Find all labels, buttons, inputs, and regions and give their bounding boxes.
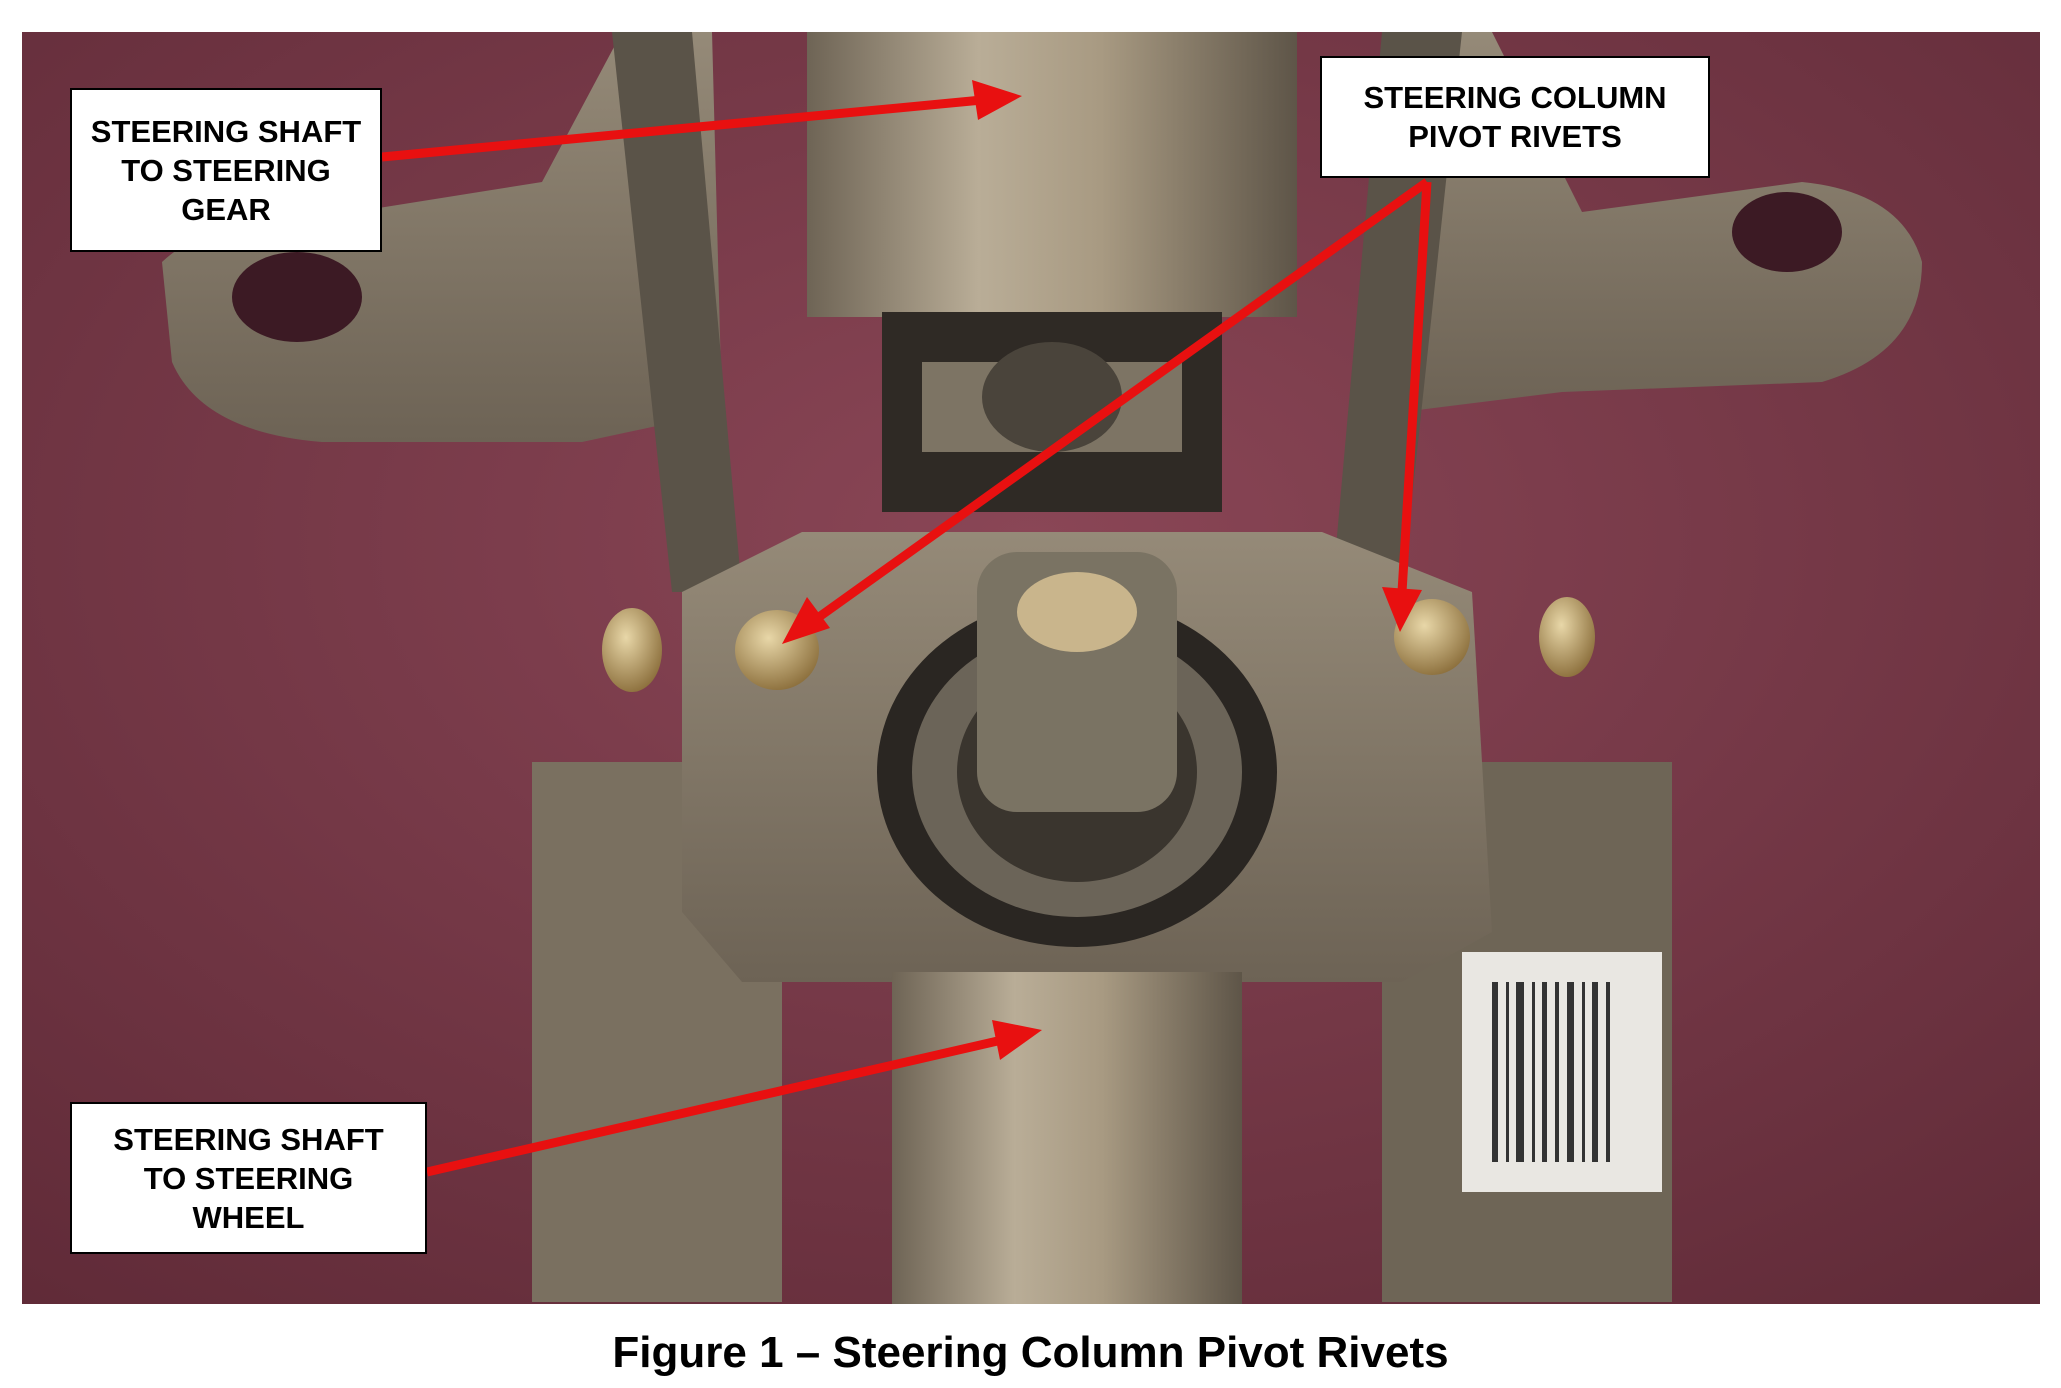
figure-caption: Figure 1 – Steering Column Pivot Rivets	[612, 1328, 1449, 1377]
steering-column-photo	[22, 32, 2040, 1304]
lower-shaft	[892, 972, 1242, 1304]
callout-line: TO STEERING	[143, 1160, 354, 1196]
upper-shaft	[807, 32, 1297, 317]
callout-line: WHEEL	[192, 1199, 305, 1235]
callout-shaft-to-wheel: STEERING SHAFT TO STEERING WHEEL	[70, 1102, 427, 1254]
arrow-left-rivet	[809, 178, 1430, 626]
callout-line: TO STEERING	[121, 152, 331, 188]
left-rail	[612, 32, 742, 592]
arrow-upper-shaft	[381, 95, 983, 162]
right-pivot-rivet	[1394, 599, 1470, 675]
callout-shaft-to-gear: STEERING SHAFT TO STEERING GEAR	[70, 88, 382, 252]
callout-line: STEERING SHAFT	[113, 1121, 384, 1157]
callout-line: STEERING SHAFT	[90, 113, 362, 149]
arrow-right-rivet	[1397, 181, 1432, 593]
callout-line: PIVOT RIVETS	[1408, 119, 1622, 154]
callout-line: GEAR	[181, 191, 271, 227]
arrow-lower-shaft	[425, 1035, 1004, 1177]
callout-pivot-rivets: STEERING COLUMN PIVOT RIVETS	[1320, 56, 1710, 178]
callout-line: STEERING COLUMN	[1363, 80, 1667, 115]
